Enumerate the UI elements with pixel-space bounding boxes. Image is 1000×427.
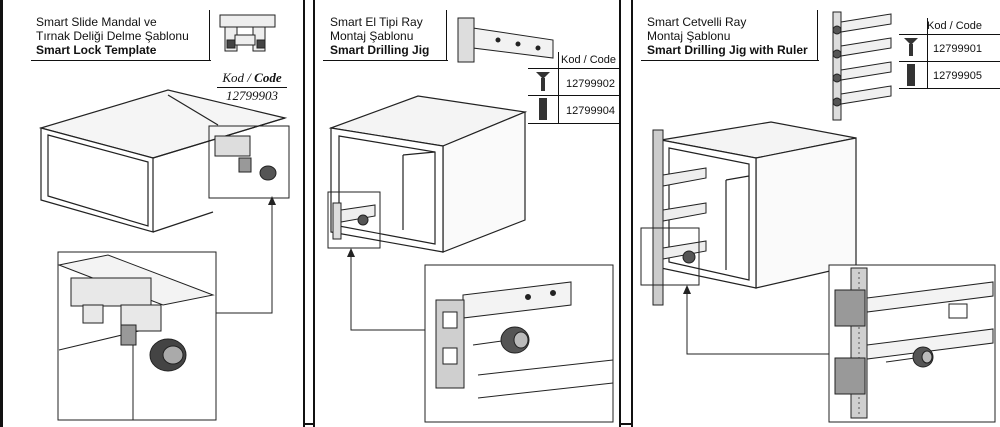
panel-smart-lock-template: Smart Slide Mandal ve Tırnak Deliği Delm… <box>3 0 305 427</box>
detail-frame-1 <box>208 125 290 199</box>
panel-1-title: Smart Slide Mandal ve Tırnak Deliği Delm… <box>36 15 189 57</box>
panel-1-right-border <box>303 0 305 427</box>
callout-line-2 <box>350 252 425 331</box>
panel-3-title-divider <box>817 10 818 61</box>
panel-3-title-underline <box>641 60 819 61</box>
panel-1-code-value: 12799903 <box>217 87 287 104</box>
panel-2-title-line2: Montaj Şablonu <box>330 29 414 43</box>
panel-1-title-line1: Smart Slide Mandal ve <box>36 15 157 29</box>
panel-2-code-divider <box>558 52 559 123</box>
drilling-jig-product-icon <box>457 17 554 63</box>
ruler-jig-product-icon <box>832 11 892 121</box>
panel-3-code-divider <box>927 18 928 88</box>
panel-2-title: Smart El Tipi Ray Montaj Şablonu Smart D… <box>330 15 429 57</box>
drawer-jig <box>214 135 277 181</box>
panel-3-code-line-3 <box>899 88 1000 89</box>
panel-2-code-line-1 <box>528 68 620 69</box>
zoom-jig <box>57 254 215 420</box>
screw-icon-countersunk <box>536 72 550 91</box>
panel-3-code-line-1 <box>899 34 1000 35</box>
panel-2-code-line-2 <box>528 95 620 96</box>
panel-1-code-block: Kod / Code 12799903 <box>217 70 287 104</box>
detail-frame-2 <box>327 191 381 249</box>
panel-3-title: Smart Cetvelli Ray Montaj Şablonu Smart … <box>647 15 808 57</box>
panel-2-right-border <box>619 0 621 427</box>
panel-2-left-border <box>313 0 315 427</box>
panel-3-illustration <box>640 11 996 423</box>
panel-1-code-label: Kod / Code <box>222 70 282 85</box>
panel-smart-drilling-jig-with-ruler: Smart Cetvelli Ray Montaj Şablonu Smart … <box>631 0 1000 427</box>
panel-2-code-1: 12799902 <box>566 78 615 90</box>
callout-line-3 <box>686 289 829 355</box>
panel-1-title-line2: Tırnak Deliği Delme Şablonu <box>36 29 189 43</box>
panel-2-title-line3: Smart Drilling Jig <box>330 43 430 57</box>
panel-2-title-underline <box>323 60 448 61</box>
ruler-on-cabinet <box>652 129 707 306</box>
screw-icon-countersunk-2 <box>904 38 918 56</box>
left-border <box>0 0 3 427</box>
screw-icon-euro-2 <box>907 64 915 86</box>
panel-3-title-line1: Smart Cetvelli Ray <box>647 15 747 29</box>
panel-2-code-2: 12799904 <box>566 105 615 117</box>
zoom-ruler-jig <box>834 267 994 419</box>
zoom-drilling-jig <box>435 281 614 399</box>
panel-smart-drilling-jig: Smart El Tipi Ray Montaj Şablonu Smart D… <box>313 0 621 427</box>
panel-2-code-header: Kod / Code <box>561 54 617 66</box>
panel-2-title-divider <box>446 10 447 61</box>
panel-3-code-header: Kod / Code <box>927 20 983 32</box>
panel-2-code-line-3 <box>528 123 620 124</box>
panel-1-title-line3: Smart Lock Template <box>36 43 157 57</box>
panel-3-title-line2: Montaj Şablonu <box>647 29 731 43</box>
lock-template-product-icon <box>219 14 276 52</box>
detail-frame-3 <box>640 227 700 286</box>
panel-3-left-border <box>631 0 633 427</box>
cabinet-drawing <box>328 95 528 253</box>
panel-2-title-line1: Smart El Tipi Ray <box>330 15 423 29</box>
drawer-drawing <box>38 89 288 233</box>
panel-2-illustration <box>327 17 614 423</box>
panel-3-code-2: 12799905 <box>933 70 982 82</box>
panel-3-title-line3: Smart Drilling Jig with Ruler <box>647 43 808 57</box>
panel-1-title-divider <box>209 10 210 61</box>
cabinet-jig <box>332 202 376 240</box>
panel-3-code-1: 12799901 <box>933 43 982 55</box>
screw-icon-euro <box>539 98 547 120</box>
panel-1-title-underline <box>31 60 211 61</box>
panel-3-code-line-2 <box>899 61 1000 62</box>
panel-1-illustration <box>38 14 290 421</box>
